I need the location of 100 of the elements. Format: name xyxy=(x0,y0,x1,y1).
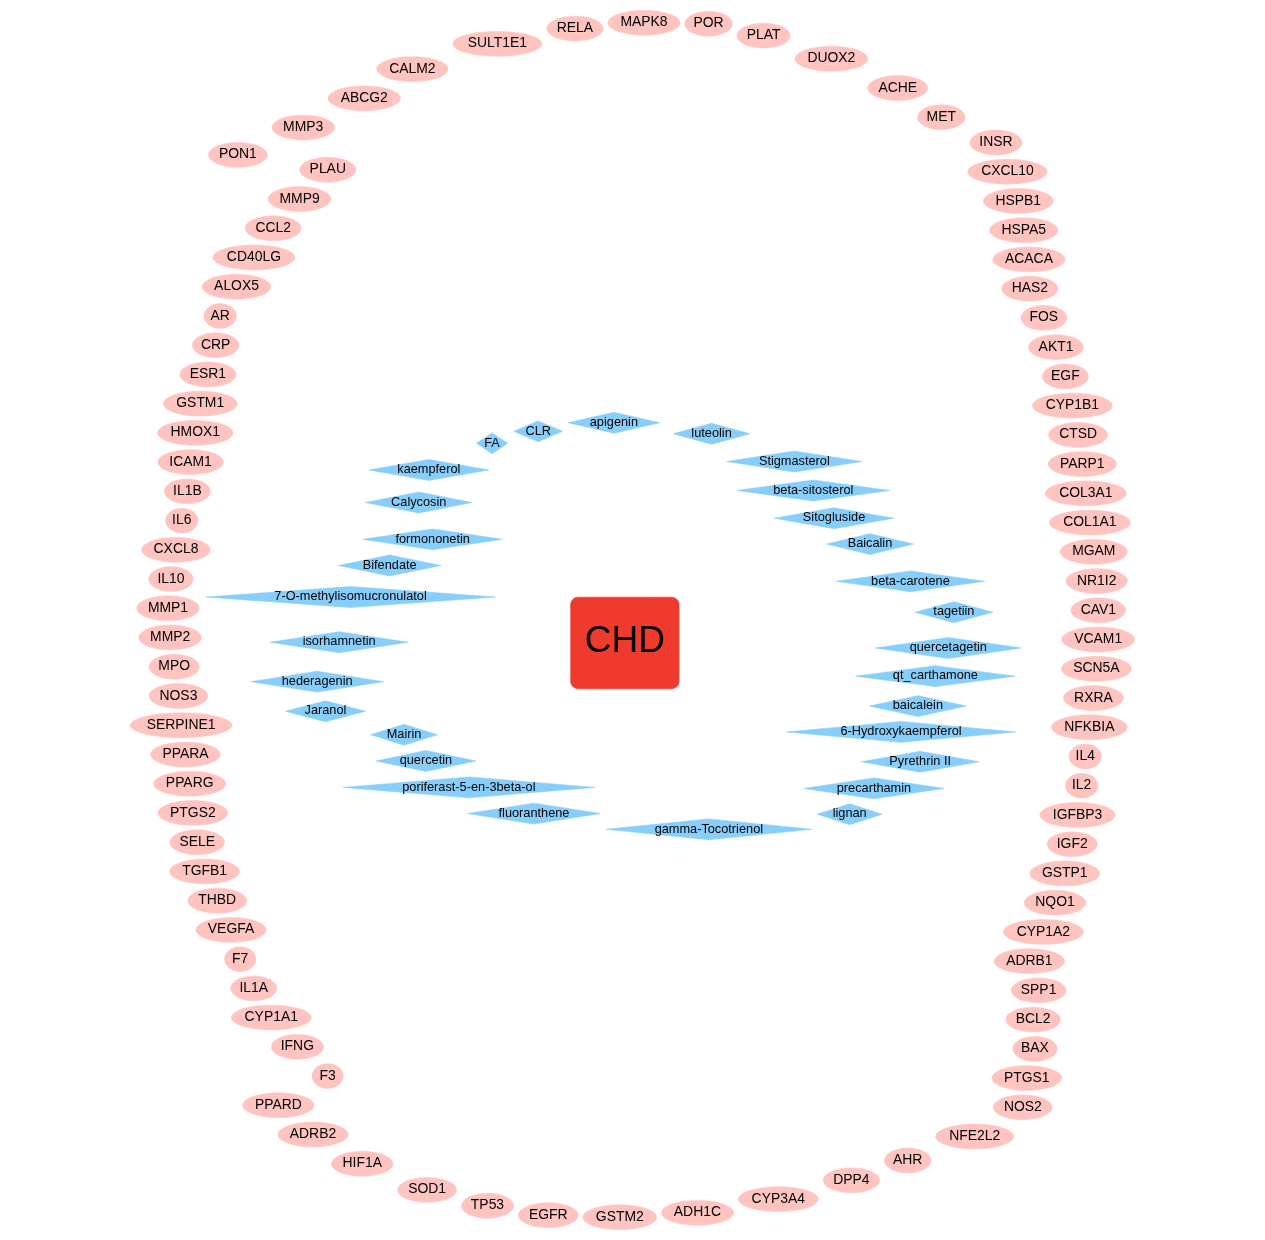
node-ellipse: BAX xyxy=(1012,1036,1058,1062)
node-diamond: Bifendate xyxy=(338,554,442,577)
node-ellipse: THBD xyxy=(187,887,247,914)
node-ellipse: CYP3A4 xyxy=(737,1186,819,1212)
node-ellipse: ADRB2 xyxy=(277,1121,349,1148)
node-diamond: quercetin xyxy=(375,750,477,772)
node-ellipse: EGFR xyxy=(518,1202,579,1228)
node-ellipse: PTGS1 xyxy=(991,1065,1062,1091)
node-ellipse: DPP4 xyxy=(822,1167,880,1194)
node-ellipse: ESR1 xyxy=(179,361,237,388)
node-ellipse: CYP1A2 xyxy=(1003,919,1084,945)
node-diamond: 6-Hydroxykaempferol xyxy=(785,721,1017,743)
node-ellipse: PPARA xyxy=(150,741,221,768)
node-diamond: lignan xyxy=(816,803,883,825)
node-diamond: poriferast-5-en-3beta-ol xyxy=(342,776,596,799)
node-ellipse: NQO1 xyxy=(1024,889,1087,916)
node-ellipse: MET xyxy=(917,104,966,130)
node-ellipse: COL1A1 xyxy=(1049,509,1131,536)
node-ellipse: ADH1C xyxy=(660,1200,734,1226)
node-ellipse: ICAM1 xyxy=(157,449,224,475)
node-ellipse: MMP1 xyxy=(136,595,200,621)
node-diamond: kaempferol xyxy=(368,459,489,481)
node-ellipse: AKT1 xyxy=(1028,334,1084,360)
node-ellipse: GSTM1 xyxy=(163,390,238,417)
node-diamond: luteolin xyxy=(672,423,751,445)
node-diamond: Stigmasterol xyxy=(726,450,863,473)
node-diamond: Jaranol xyxy=(285,700,366,722)
node-ellipse: CCL2 xyxy=(245,215,302,241)
node-ellipse: PARP1 xyxy=(1047,451,1117,477)
node-ellipse: POR xyxy=(684,11,733,37)
node-ellipse: SELE xyxy=(169,829,225,855)
node-diamond: Calycosin xyxy=(365,491,473,514)
node-diamond: 7-O-methylisomucronulatol xyxy=(205,586,496,608)
node-ellipse: CYP1B1 xyxy=(1032,392,1113,419)
node-ellipse: PLAT xyxy=(736,22,791,49)
node-ellipse: VEGFA xyxy=(195,917,267,943)
node-ellipse: ABCG2 xyxy=(327,85,401,112)
node-ellipse: TGFB1 xyxy=(169,858,240,885)
node-diamond: gamma-Tocotrienol xyxy=(605,818,812,841)
node-ellipse: MPO xyxy=(148,654,200,680)
node-ellipse: RXRA xyxy=(1063,685,1124,711)
node-ellipse: CD40LG xyxy=(212,244,296,271)
node-ellipse: IGFBP3 xyxy=(1039,802,1116,828)
node-ellipse: CXCL8 xyxy=(141,537,211,563)
node-ellipse: MMP2 xyxy=(138,624,202,651)
node-ellipse: SERPINE1 xyxy=(129,712,233,738)
node-diamond: fluoranthene xyxy=(467,802,601,825)
node-ellipse: MGAM xyxy=(1059,539,1128,565)
node-diamond: hederagenin xyxy=(250,670,384,693)
node-ellipse: AR xyxy=(203,303,237,329)
node-ellipse: HMOX1 xyxy=(157,420,234,446)
node-ellipse: GSTP1 xyxy=(1029,860,1100,887)
node-ellipse: HIF1A xyxy=(331,1151,394,1177)
node-ellipse: CTSD xyxy=(1048,422,1108,448)
node-diamond: Mairin xyxy=(370,724,438,746)
node-ellipse: MMP3 xyxy=(271,114,335,141)
node-ellipse: IL4 xyxy=(1068,743,1102,770)
node-ellipse: ALOX5 xyxy=(201,274,272,300)
node-ellipse: MMP9 xyxy=(268,186,332,212)
node-diamond: beta-carotene xyxy=(835,570,985,593)
node-ellipse: NFE2L2 xyxy=(935,1123,1014,1150)
node-diamond: beta-sitosterol xyxy=(736,479,890,502)
node-diamond: Pyrethrin II xyxy=(861,751,980,773)
node-diamond: CLR xyxy=(513,420,563,443)
node-diamond: qt_carthamone xyxy=(855,665,1016,687)
node-diamond: FA xyxy=(476,432,509,455)
node-diamond: precarthamin xyxy=(803,777,945,800)
node-ellipse: ADRB1 xyxy=(993,948,1065,974)
node-ellipse: NOS3 xyxy=(148,683,209,709)
node-ellipse: HSPA5 xyxy=(989,217,1059,243)
node-ellipse: DUOX2 xyxy=(794,46,869,72)
node-ellipse: SULT1E1 xyxy=(452,31,543,57)
node-ellipse: MAPK8 xyxy=(607,10,681,36)
node-diamond: Sitogluside xyxy=(773,507,895,529)
node-ellipse: IL1B xyxy=(164,478,211,505)
node-ellipse: IL1A xyxy=(230,975,278,1002)
node-ellipse: IFNG xyxy=(271,1034,324,1060)
node-ellipse: ACACA xyxy=(992,246,1066,273)
node-ellipse: F7 xyxy=(224,946,257,972)
node-ellipse: CYP1A1 xyxy=(230,1004,312,1031)
node-ellipse: IL2 xyxy=(1065,773,1099,799)
node-diamond: formononetin xyxy=(362,528,503,551)
node-ellipse: IL6 xyxy=(165,507,199,534)
node-ellipse: F3 xyxy=(311,1063,344,1089)
node-ellipse: VCAM1 xyxy=(1061,626,1135,653)
node-ellipse: GSTM2 xyxy=(582,1204,658,1230)
node-ellipse: EGF xyxy=(1042,363,1089,390)
node-ellipse: IGF2 xyxy=(1046,831,1098,857)
node-ellipse: NR1I2 xyxy=(1065,568,1128,594)
node-ellipse: CRP xyxy=(192,332,240,358)
node-ellipse: RELA xyxy=(546,15,604,42)
node-ellipse: AHR xyxy=(884,1147,932,1174)
node-ellipse: CXCL10 xyxy=(967,159,1048,185)
node-ellipse: HAS2 xyxy=(1001,275,1059,302)
node-ellipse: NFKBIA xyxy=(1051,714,1128,740)
node-ellipse: SOD1 xyxy=(397,1177,457,1203)
node-ellipse: PLAU xyxy=(299,157,357,183)
node-ellipse: INSR xyxy=(969,129,1023,156)
node-ellipse: BCL2 xyxy=(1005,1006,1061,1033)
node-ellipse: CAV1 xyxy=(1070,597,1126,623)
